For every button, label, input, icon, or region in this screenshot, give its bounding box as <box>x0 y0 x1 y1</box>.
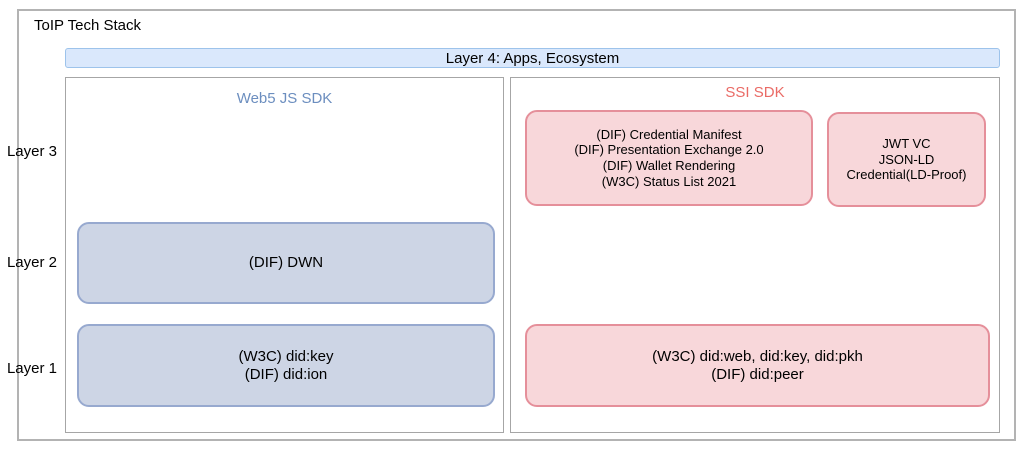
web5-layer2-line: (DIF) DWN <box>248 254 324 271</box>
ssi-layer3-format-line: Credential(LD-Proof) <box>846 167 967 183</box>
ssi-layer3-formats-box: JWT VC JSON-LD Credential(LD-Proof) <box>827 112 986 207</box>
ssi-layer3-specs-box: (DIF) Credential Manifest (DIF) Presenta… <box>525 110 813 206</box>
ssi-layer3-spec-line: (W3C) Status List 2021 <box>601 173 737 189</box>
ssi-layer1-line: (W3C) did:web, did:key, did:pkh <box>652 347 863 365</box>
web5-layer1-line: (DIF) did:ion <box>244 365 328 383</box>
web5-layer1-box: (W3C) did:key (DIF) did:ion <box>77 324 495 407</box>
ssi-layer3-spec-line: (DIF) Credential Manifest <box>596 126 742 142</box>
ssi-layer3-spec-line: (DIF) Presentation Exchange 2.0 <box>574 142 764 158</box>
ssi-layer3-spec-line: (DIF) Wallet Rendering <box>602 158 736 173</box>
layer4-label: Layer 4: Apps, Ecosystem <box>445 49 620 67</box>
layer1-label: Layer 1 <box>6 360 58 377</box>
web5-layer1-line: (W3C) did:key <box>238 347 334 365</box>
web5-title: Web5 JS SDK <box>236 90 333 107</box>
ssi-layer1-box: (W3C) did:web, did:key, did:pkh (DIF) di… <box>525 324 990 407</box>
layer4-banner: Layer 4: Apps, Ecosystem <box>65 48 1000 68</box>
layer3-label: Layer 3 <box>6 143 58 160</box>
ssi-layer3-format-line: JWT VC <box>882 136 931 152</box>
ssi-layer1-line: (DIF) did:peer <box>711 365 804 383</box>
layer2-label: Layer 2 <box>6 254 58 271</box>
diagram-title: ToIP Tech Stack <box>34 17 142 34</box>
web5-layer2-box: (DIF) DWN <box>77 222 495 304</box>
ssi-layer3-format-line: JSON-LD <box>878 151 935 167</box>
ssi-title: SSI SDK <box>725 84 785 101</box>
